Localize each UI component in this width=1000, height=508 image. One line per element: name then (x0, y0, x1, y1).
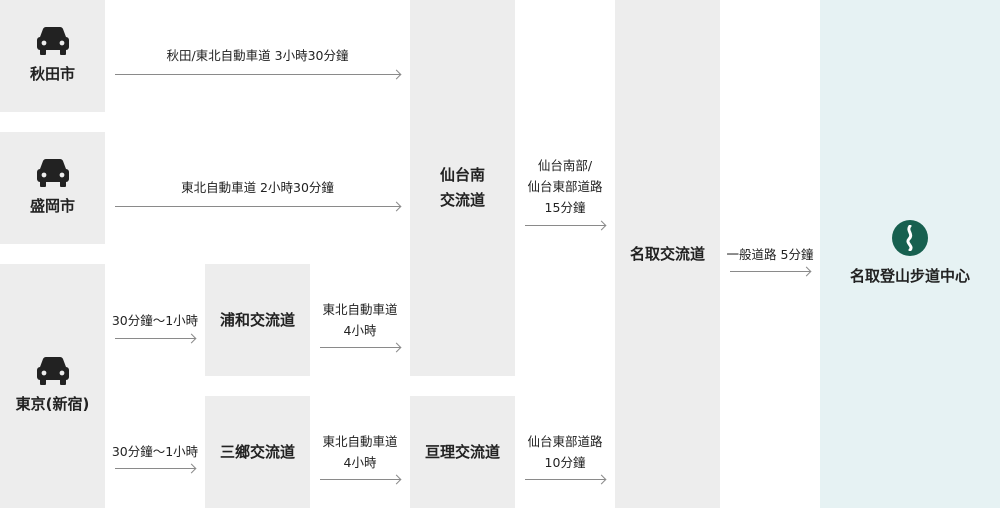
origin-akita: 秋田市 (0, 0, 105, 112)
arrow-tokyo-misato (115, 468, 195, 469)
interchange-urawa: 浦和交流道 (205, 264, 310, 376)
route-label-urawa-sendai: 東北自動車道 4小時 (322, 302, 398, 338)
origin-tokyo: 東京(新宿) (0, 264, 105, 508)
origin-morioka: 盛岡市 (0, 132, 105, 244)
destination-label: 名取登山步道中心 (849, 266, 970, 285)
origin-label: 盛岡市 (29, 196, 75, 215)
origin-label: 東京(新宿) (15, 394, 90, 413)
arrow-misato-watari (320, 479, 400, 480)
arrow-tokyo-urawa (115, 338, 195, 339)
destination-panel: 名取登山步道中心 (820, 0, 1000, 508)
car-icon (36, 26, 69, 55)
route-label-sendai-natori: 仙台南部/ 仙台東部道路 15分鐘 (527, 158, 603, 215)
arrow-watari-natori (525, 479, 605, 480)
arrow-morioka (115, 206, 400, 207)
car-icon (36, 356, 69, 385)
car-icon (36, 158, 69, 187)
interchange-sendai-minami: 仙台南 交流道 (410, 0, 515, 376)
route-label-tokyo-misato: 30分鐘〜1小時 (111, 444, 199, 459)
arrow-urawa-sendai (320, 347, 400, 348)
route-label-watari-natori: 仙台東部道路 10分鐘 (527, 434, 603, 470)
logo-mark (906, 224, 913, 251)
interchange-watari: 亘理交流道 (410, 396, 515, 508)
interchange-misato: 三鄉交流道 (205, 396, 310, 508)
logo-icon (892, 219, 928, 256)
arrow-natori-dest (730, 271, 810, 272)
route-label-morioka: 東北自動車道 2小時30分鐘 (181, 180, 334, 195)
origin-label: 秋田市 (29, 64, 75, 83)
route-label-natori-dest: 一般道路 5分鐘 (726, 247, 814, 262)
arrow-sendai-natori (525, 225, 605, 226)
interchange-natori: 名取交流道 (615, 0, 720, 508)
route-label-tokyo-urawa: 30分鐘〜1小時 (111, 313, 199, 328)
arrow-akita (115, 74, 400, 75)
route-label-misato-watari: 東北自動車道 4小時 (322, 434, 398, 470)
route-label-akita: 秋田/東北自動車道 3小時30分鐘 (166, 48, 349, 63)
